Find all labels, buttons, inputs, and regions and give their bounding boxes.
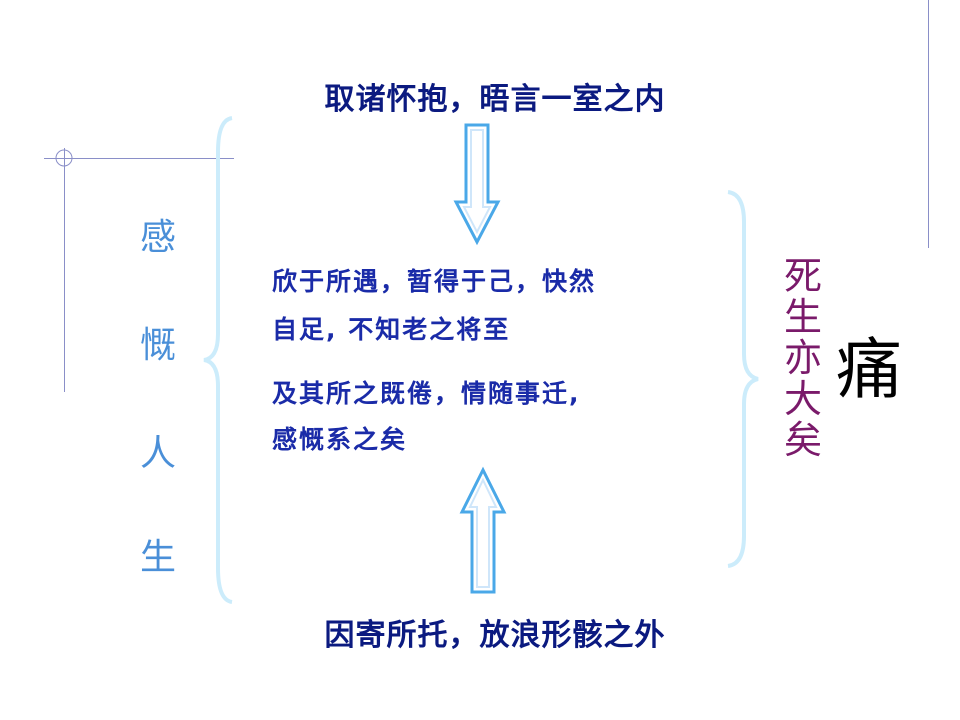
- right-char-2: 生: [783, 295, 822, 339]
- left-char-2: 慨: [139, 325, 176, 366]
- down-arrow-icon: [453, 123, 501, 246]
- frame-line-left: [64, 148, 65, 392]
- pain-char: 痛: [836, 331, 902, 408]
- middle-line-4: 感慨系之矣: [272, 425, 408, 454]
- top-text: 取诸怀抱，晤言一室之内: [324, 82, 666, 117]
- middle-line-1: 欣于所遇，暂得于己，快然: [272, 267, 597, 296]
- middle-line-3: 及其所之既倦，情随事迁,: [272, 379, 581, 408]
- middle-line-2: 自足, 不知老之将至: [272, 315, 511, 344]
- frame-corner-circle: [55, 149, 73, 167]
- left-char-4: 生: [139, 537, 176, 578]
- right-char-3: 亦: [783, 336, 822, 380]
- left-char-3: 人: [139, 433, 176, 474]
- frame-line-top: [44, 158, 234, 159]
- right-vertical-text: 死 生 亦 大 矣: [782, 256, 824, 461]
- right-brace: [727, 190, 759, 568]
- frame-line-right: [928, 0, 929, 248]
- right-char-1: 死: [783, 254, 822, 298]
- right-char-5: 矣: [783, 418, 822, 462]
- right-char-4: 大: [783, 377, 822, 421]
- up-arrow-icon: [459, 466, 507, 594]
- left-brace: [203, 116, 233, 604]
- bottom-text: 因寄所托，放浪形骸之外: [324, 618, 666, 653]
- left-char-1: 感: [139, 217, 176, 258]
